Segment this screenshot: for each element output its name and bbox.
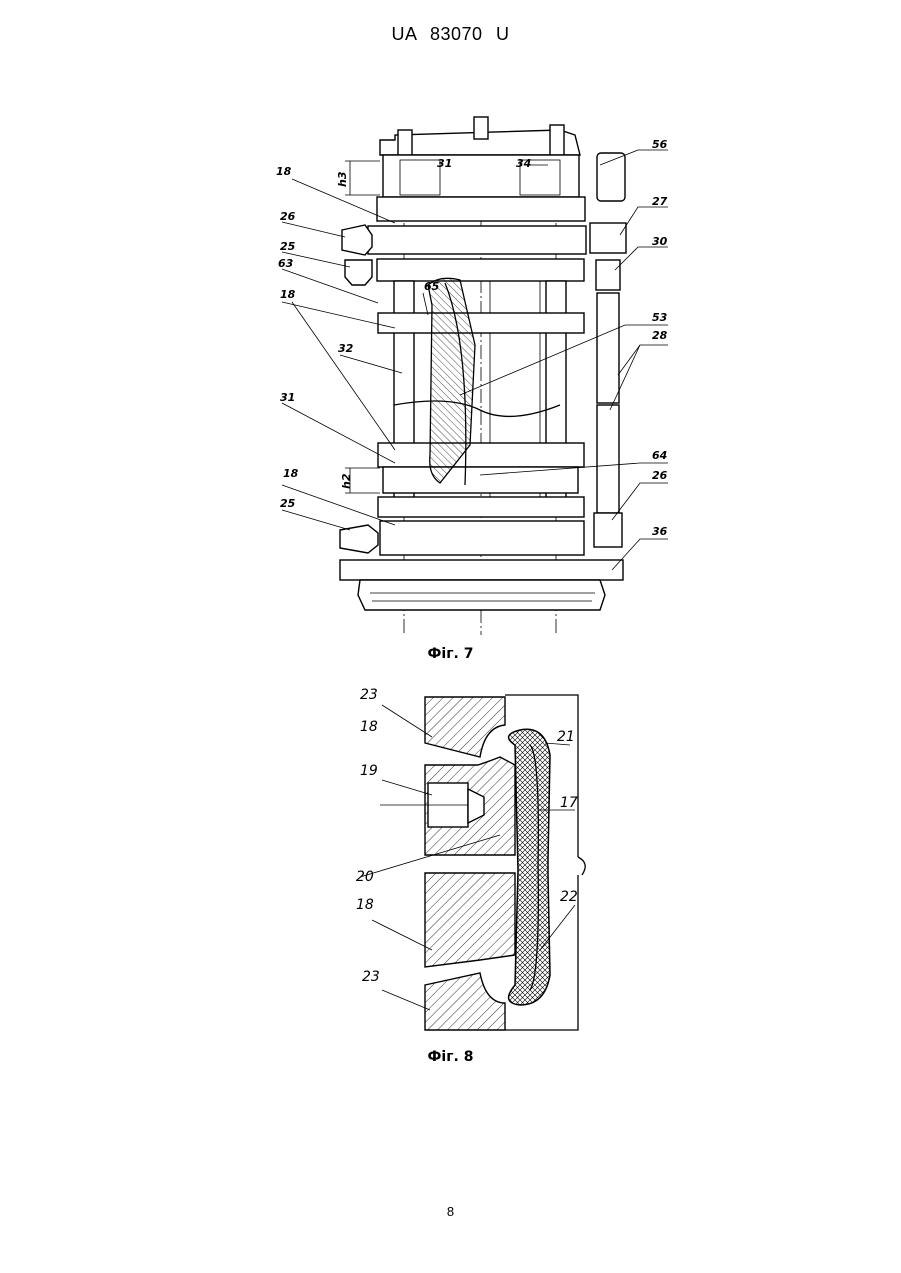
nut-30 (596, 260, 620, 290)
label-31: 31 (280, 391, 295, 404)
label-22: 22 (560, 889, 578, 905)
grease-nipple-25 (340, 525, 378, 553)
base-plate-36 (340, 560, 623, 580)
mold-wall (578, 857, 585, 875)
shaft-28 (597, 293, 619, 403)
label-26: 26 (280, 210, 296, 223)
crosshead-plate (378, 313, 584, 333)
plate (368, 226, 586, 254)
die-23-bottom (425, 973, 505, 1030)
top-stud (550, 125, 564, 155)
label-26: 26 (652, 469, 668, 482)
coupling-26 (594, 513, 622, 547)
label-27: 27 (652, 195, 668, 208)
label-65: 65 (424, 280, 440, 293)
fitting-26 (342, 225, 372, 255)
label-34: 34 (516, 157, 531, 170)
label-32: 32 (338, 342, 354, 355)
label-21: 21 (557, 729, 575, 745)
crosshead-plate (378, 443, 584, 467)
label-25: 25 (280, 497, 296, 510)
label-64: 64 (652, 449, 667, 462)
figure-8-drawing: 23 18 21 19 17 20 18 22 23 (0, 685, 901, 1045)
label-23: 23 (362, 969, 380, 985)
label-18: 18 (360, 719, 378, 735)
top-stud (398, 130, 412, 155)
die-18 (425, 873, 515, 967)
label-17: 17 (560, 795, 578, 811)
label-53: 53 (652, 311, 668, 324)
plate (377, 259, 584, 281)
pulley (358, 580, 605, 610)
label-18: 18 (356, 897, 374, 913)
label-h2: h2 (340, 473, 353, 489)
label-56: 56 (652, 138, 668, 151)
patent-number-header: UA 83070 U (0, 24, 901, 45)
label-63: 63 (278, 257, 294, 270)
label-18: 18 (280, 288, 296, 301)
die-23-top (425, 697, 505, 757)
label-18: 18 (283, 467, 299, 480)
label-30: 30 (652, 235, 668, 248)
label-20: 20 (356, 869, 374, 885)
plate (377, 197, 585, 221)
coupling-27 (590, 223, 626, 253)
label-25: 25 (280, 240, 296, 253)
grease-nipple-25 (345, 260, 372, 285)
label-31: 31 (437, 157, 452, 170)
label-19: 19 (360, 763, 378, 779)
figure-7-caption: Фіг. 7 (0, 646, 901, 662)
page-number: 8 (0, 1204, 901, 1219)
label-h3: h3 (336, 171, 349, 187)
figure-7-drawing: 56 18 27 26 30 25 63 65 18 53 28 32 31 3… (0, 105, 901, 640)
lower-block (383, 467, 578, 493)
top-stud (474, 117, 488, 139)
break-line (394, 401, 560, 416)
shaft-28 (597, 405, 619, 513)
plate (378, 497, 584, 517)
label-28: 28 (652, 329, 668, 342)
bottom-plate (380, 521, 584, 555)
label-18: 18 (276, 165, 292, 178)
label-23: 23 (360, 687, 378, 703)
label-36: 36 (652, 525, 668, 538)
figure-8-caption: Фіг. 8 (0, 1049, 901, 1065)
drive-unit-56 (597, 153, 625, 201)
upper-block (383, 155, 579, 197)
